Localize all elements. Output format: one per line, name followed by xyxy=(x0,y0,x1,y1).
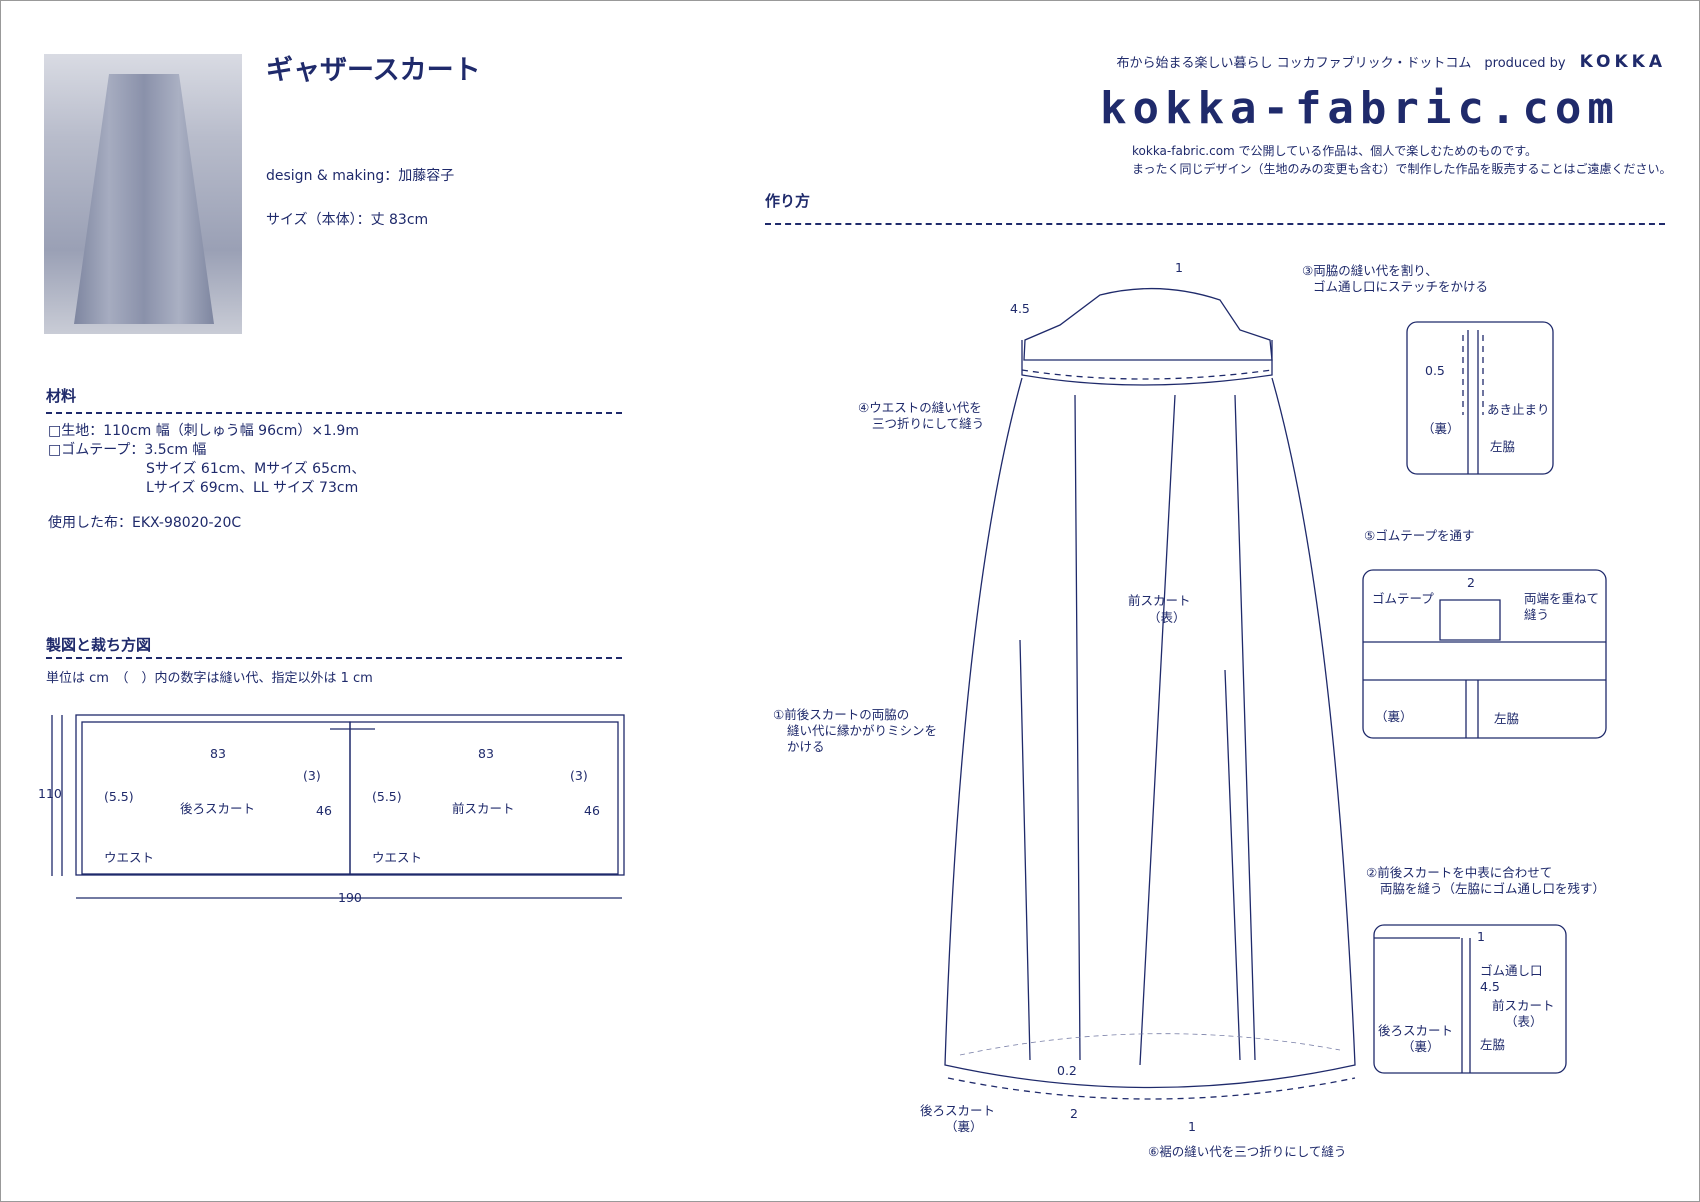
sa-waist: (5.5) xyxy=(104,789,134,804)
dim: 2 xyxy=(1070,1106,1078,1121)
sa-hem: (3) xyxy=(303,768,321,783)
pattern-note: 単位は cm （ ）内の数字は縫い代、指定以外は 1 cm xyxy=(46,671,373,686)
waist-label: ウエスト xyxy=(104,850,154,865)
step-1: かける xyxy=(787,739,825,754)
piece-label-front: 前スカート xyxy=(452,801,515,816)
dim-height: 110 xyxy=(38,786,62,801)
step-4: ④ウエストの縫い代を xyxy=(858,400,982,415)
dim: 0.2 xyxy=(1057,1063,1077,1078)
notice-line: まったく同じデザイン（生地のみの変更も含む）で制作した作品を販売することはご遠慮… xyxy=(1132,162,1672,176)
cutting-layout: 110 190 83 (5.5) (3) 46 後ろスカート ウエスト 83 (… xyxy=(38,714,625,905)
site-logo[interactable]: kokka-fabric.com xyxy=(1100,83,1620,134)
step-2: ②前後スカートを中表に合わせて xyxy=(1366,865,1552,880)
brand-tagline: 布から始まる楽しい暮らし コッカファブリック・ドットコム produced by xyxy=(1116,56,1566,71)
skirt-illustration: 前スカート （表） 後ろスカート （裏） 1 4.5 0.2 2 1 xyxy=(920,260,1356,1134)
step-4: 三つ折りにして縫う xyxy=(872,416,984,431)
piece-label-back: 後ろスカート xyxy=(180,801,255,816)
dim: 1 xyxy=(1477,929,1485,944)
skirt-photo xyxy=(44,54,242,334)
fabric-used: 使用した布：EKX-98020-20C xyxy=(48,515,242,531)
dim-width-piece: 46 xyxy=(584,803,600,818)
label: 縫う xyxy=(1524,607,1549,622)
label: （裏） xyxy=(1402,1039,1440,1054)
divider xyxy=(46,657,622,659)
material-item: Lサイズ 69cm、LL サイズ 73cm xyxy=(146,480,359,496)
dim-length: 83 xyxy=(478,746,494,761)
dim: 4.5 xyxy=(1480,979,1500,994)
dim: 4.5 xyxy=(1010,301,1030,316)
designer: design & making：加藤容子 xyxy=(266,168,455,184)
waist-label: ウエスト xyxy=(372,850,422,865)
back-label: 後ろスカート xyxy=(920,1103,995,1118)
instructions-heading: 作り方 xyxy=(765,192,811,210)
step-5: ⑤ゴムテープを通す xyxy=(1364,528,1474,543)
detail-step5: ゴムテープ 2 両端を重ねて 縫う （裏） 左脇 xyxy=(1362,569,1607,739)
material-item: □ゴムテープ：3.5cm 幅 xyxy=(48,442,207,458)
sa-hem: (3) xyxy=(570,768,588,783)
step-labels: ①前後スカートの両脇の 縫い代に縁かがりミシンを かける ②前後スカートを中表に… xyxy=(773,263,1605,1159)
dim: 1 xyxy=(1175,260,1183,275)
size-info: サイズ（本体）：丈 83cm xyxy=(266,212,429,228)
material-item: □生地：110cm 幅（刺しゅう幅 96cm）×1.9m xyxy=(48,423,359,439)
label: 左脇 xyxy=(1480,1037,1505,1052)
label: （表） xyxy=(1505,1014,1543,1029)
label: あき止まり xyxy=(1487,402,1550,417)
label: 左脇 xyxy=(1494,711,1519,726)
dim-length: 83 xyxy=(210,746,226,761)
label: ゴム通し口 xyxy=(1480,963,1543,978)
label: ゴムテープ xyxy=(1372,591,1434,606)
label: 左脇 xyxy=(1490,439,1515,454)
brand-row: 布から始まる楽しい暮らし コッカファブリック・ドットコム produced by… xyxy=(1117,52,1666,72)
dim: 2 xyxy=(1467,575,1475,590)
sa-waist: (5.5) xyxy=(372,789,402,804)
label: （裏） xyxy=(1422,421,1460,436)
step-2: 両脇を縫う（左脇にゴム通し口を残す） xyxy=(1380,881,1605,896)
step-6: ⑥裾の縫い代を三つ折りにして縫う xyxy=(1148,1144,1346,1159)
front-sub: （表） xyxy=(1148,610,1186,625)
step-1: 縫い代に縁かがりミシンを xyxy=(787,723,937,738)
step-1: ①前後スカートの両脇の xyxy=(773,707,909,722)
front-label: 前スカート xyxy=(1128,593,1191,608)
usage-notice: kokka-fabric.com で公開している作品は、個人で楽しむためのもので… xyxy=(1132,142,1672,178)
label: 両端を重ねて xyxy=(1524,591,1599,606)
detail-step3: 0.5 あき止まり （裏） 左脇 xyxy=(1406,321,1554,475)
step-3: ゴム通し口にステッチをかける xyxy=(1313,279,1488,294)
pattern-heading: 製図と裁ち方図 xyxy=(46,636,152,654)
page-title: ギャザースカート xyxy=(266,55,481,86)
label: （裏） xyxy=(1375,709,1413,724)
dim-width-piece: 46 xyxy=(316,803,332,818)
divider xyxy=(765,223,1665,225)
material-item: Sサイズ 61cm、Mサイズ 65cm、 xyxy=(146,461,366,477)
dim: 1 xyxy=(1188,1119,1196,1134)
dim-width: 190 xyxy=(338,890,362,905)
label: 後ろスカート xyxy=(1378,1023,1453,1038)
kokka-logo: KOKKA xyxy=(1579,52,1666,72)
materials-list: □生地：110cm 幅（刺しゅう幅 96cm）×1.9m □ゴムテープ：3.5c… xyxy=(48,422,365,533)
divider xyxy=(46,412,622,414)
back-sub: （裏） xyxy=(945,1119,983,1134)
label: 前スカート xyxy=(1492,998,1555,1013)
step-3: ③両脇の縫い代を割り、 xyxy=(1302,263,1438,278)
materials-heading: 材料 xyxy=(46,387,77,405)
notice-line: kokka-fabric.com で公開している作品は、個人で楽しむためのもので… xyxy=(1132,144,1537,158)
detail-step2: 1 ゴム通し口 4.5 前スカート （表） 後ろスカート （裏） 左脇 xyxy=(1373,924,1567,1074)
dim: 0.5 xyxy=(1425,363,1445,378)
